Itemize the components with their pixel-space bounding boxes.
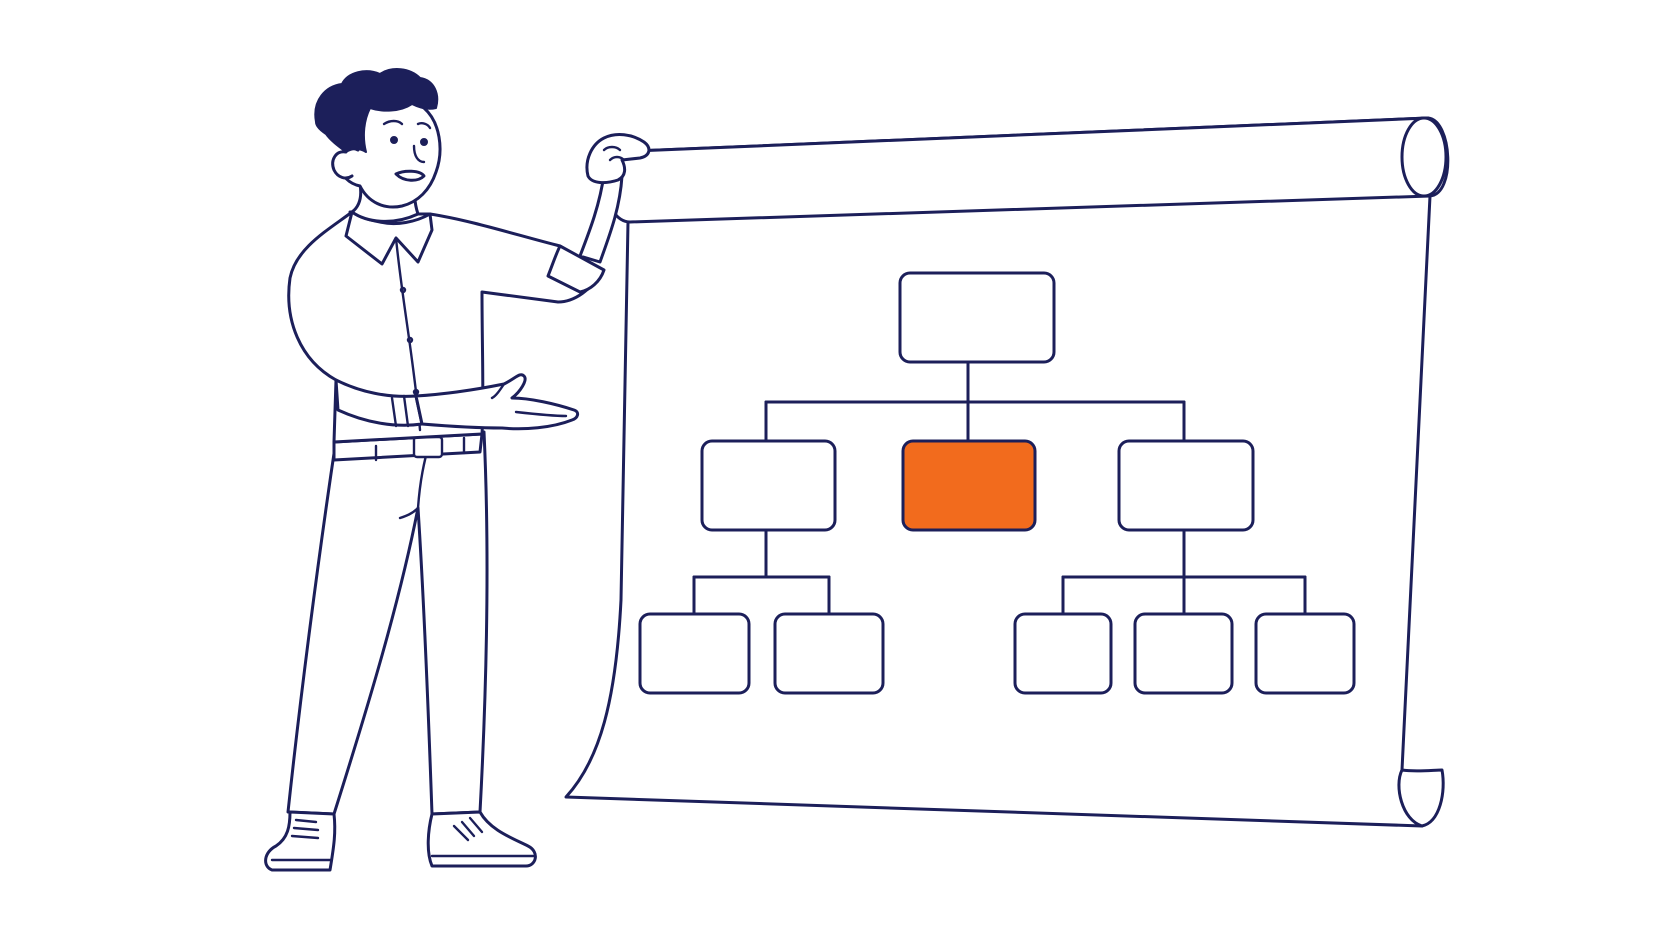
presenter-shoe-left bbox=[264, 810, 337, 872]
presenter-shoe-right bbox=[426, 810, 537, 868]
org-node-right bbox=[1117, 439, 1255, 532]
org-node-right-c bbox=[1254, 612, 1356, 695]
presenter-hair bbox=[314, 68, 439, 153]
org-node-left-a bbox=[638, 612, 751, 695]
org-node-left bbox=[700, 439, 837, 532]
presenter-trousers bbox=[286, 430, 489, 816]
paper-top-roll-end bbox=[1400, 116, 1448, 198]
org-chart-connectors bbox=[692, 360, 1307, 616]
presenter-figure bbox=[264, 68, 651, 872]
presenter-ear bbox=[331, 150, 354, 180]
belt-buckle bbox=[412, 435, 444, 459]
org-chart bbox=[638, 271, 1356, 695]
org-node-left-b bbox=[773, 612, 885, 695]
presenter-arm-raised bbox=[578, 172, 624, 264]
presenter-eyebrow-right bbox=[416, 122, 432, 130]
org-node-right-b bbox=[1133, 612, 1234, 695]
org-node-root bbox=[898, 271, 1056, 364]
presenter-sleeve-right bbox=[546, 244, 606, 294]
presenter-shirt bbox=[287, 210, 604, 444]
presenter-eyebrow-left bbox=[382, 119, 404, 126]
paper-bottom-curl bbox=[1397, 768, 1445, 828]
org-node-center-highlighted bbox=[901, 439, 1037, 532]
presenter-smile bbox=[394, 169, 426, 182]
presenter-eye-left bbox=[390, 136, 398, 144]
org-node-right-a bbox=[1013, 612, 1113, 695]
presenter-hand-raised bbox=[585, 133, 651, 185]
presenter-eye-right bbox=[420, 138, 428, 146]
presenter-nose bbox=[412, 144, 426, 164]
